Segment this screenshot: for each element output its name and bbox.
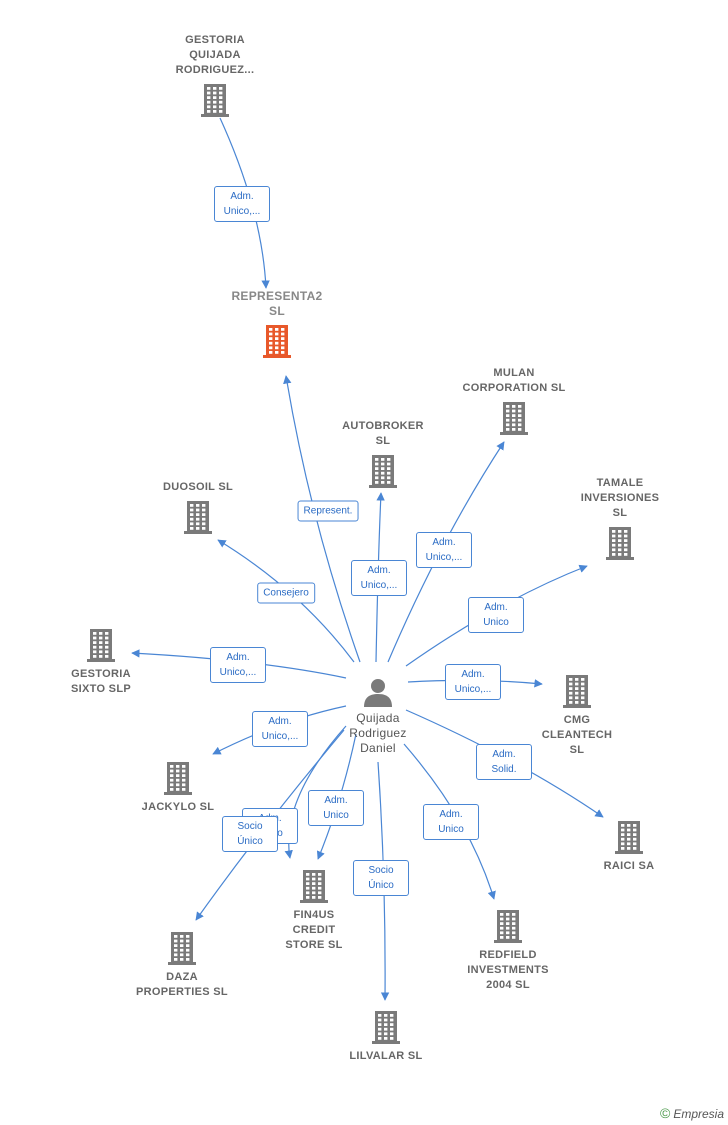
building-icon: [87, 629, 115, 662]
edge-center-fin4us: [284, 725, 347, 859]
company-name: REPRESENTA2 SL: [231, 289, 323, 318]
building-icon: [263, 325, 291, 358]
company-node-daza[interactable]: DAZA PROPERTIES SL: [117, 930, 247, 1000]
company-node-representa2[interactable]: REPRESENTA2 SL: [212, 289, 342, 359]
company-name: MULAN CORPORATION SL: [462, 367, 566, 394]
building-icon: [184, 501, 212, 534]
edge-label[interactable]: Consejero: [257, 582, 315, 604]
company-name: TAMALE INVERSIONES SL: [580, 477, 660, 519]
company-node-fin4us[interactable]: FIN4US CREDIT STORE SL: [249, 868, 379, 953]
company-name: FIN4US CREDIT STORE SL: [285, 909, 343, 951]
edge-label[interactable]: Adm. Solid.: [476, 744, 532, 780]
building-icon: [369, 455, 397, 488]
edge-label[interactable]: Adm. Unico,...: [214, 186, 270, 222]
building-icon: [168, 932, 196, 965]
building-icon: [164, 762, 192, 795]
company-node-mulan[interactable]: MULAN CORPORATION SL: [449, 366, 579, 436]
company-node-tamale[interactable]: TAMALE INVERSIONES SL: [555, 476, 685, 561]
copyright-symbol: ©: [659, 1105, 671, 1121]
building-icon: [563, 675, 591, 708]
building-icon: [606, 527, 634, 560]
building-icon: [300, 870, 328, 903]
company-name: GESTORIA SIXTO SLP: [71, 668, 131, 695]
brand-name: Empresia: [673, 1107, 724, 1121]
company-name: DAZA PROPERTIES SL: [136, 971, 228, 998]
edge-label[interactable]: Adm. Unico,...: [210, 647, 266, 683]
edge-label[interactable]: Adm. Unico,...: [416, 532, 472, 568]
edge-label[interactable]: Adm. Unico,...: [252, 711, 308, 747]
person-name: Quijada Rodriguez Daniel: [349, 711, 407, 755]
company-node-autobroker[interactable]: AUTOBROKER SL: [318, 419, 448, 489]
company-node-gestoria_sixto[interactable]: GESTORIA SIXTO SLP: [36, 627, 166, 697]
edge-label[interactable]: Adm. Unico: [423, 804, 479, 840]
company-name: DUOSOIL SL: [162, 481, 234, 493]
company-node-duosoil[interactable]: DUOSOIL SL: [133, 480, 263, 535]
company-name: AUTOBROKER SL: [342, 420, 424, 447]
company-node-redfield[interactable]: REDFIELD INVESTMENTS 2004 SL: [443, 908, 573, 993]
company-node-lilvalar[interactable]: LILVALAR SL: [321, 1009, 451, 1064]
footer-brand[interactable]: ©Empresia: [660, 1105, 724, 1121]
company-node-raici[interactable]: RAICI SA: [564, 819, 694, 874]
edge-label[interactable]: Adm. Unico: [308, 790, 364, 826]
company-name: JACKYLO SL: [141, 801, 215, 813]
company-node-cmg[interactable]: CMG CLEANTECH SL: [512, 673, 642, 758]
edge-label[interactable]: Adm. Unico,...: [445, 664, 501, 700]
edge-label[interactable]: Represent.: [297, 500, 359, 522]
company-node-jackylo[interactable]: JACKYLO SL: [113, 760, 243, 815]
building-icon: [494, 910, 522, 943]
company-name: CMG CLEANTECH SL: [541, 714, 613, 756]
edge-label[interactable]: Socio Único: [222, 816, 278, 852]
person-icon: [364, 679, 392, 707]
company-node-gestoria_quijada[interactable]: GESTORIA QUIJADA RODRIGUEZ...: [150, 33, 280, 118]
edge-label[interactable]: Adm. Unico,...: [351, 560, 407, 596]
company-name: REDFIELD INVESTMENTS 2004 SL: [467, 949, 549, 991]
building-icon: [372, 1011, 400, 1044]
company-name: GESTORIA QUIJADA RODRIGUEZ...: [175, 34, 255, 76]
edge-label[interactable]: Adm. Unico: [468, 597, 524, 633]
company-name: LILVALAR SL: [349, 1050, 423, 1062]
person-node[interactable]: Quijada Rodriguez Daniel: [313, 677, 443, 756]
edge-label[interactable]: Socio Único: [353, 860, 409, 896]
company-name: RAICI SA: [603, 860, 655, 872]
building-icon: [615, 821, 643, 854]
building-icon: [500, 402, 528, 435]
building-icon: [201, 84, 229, 117]
